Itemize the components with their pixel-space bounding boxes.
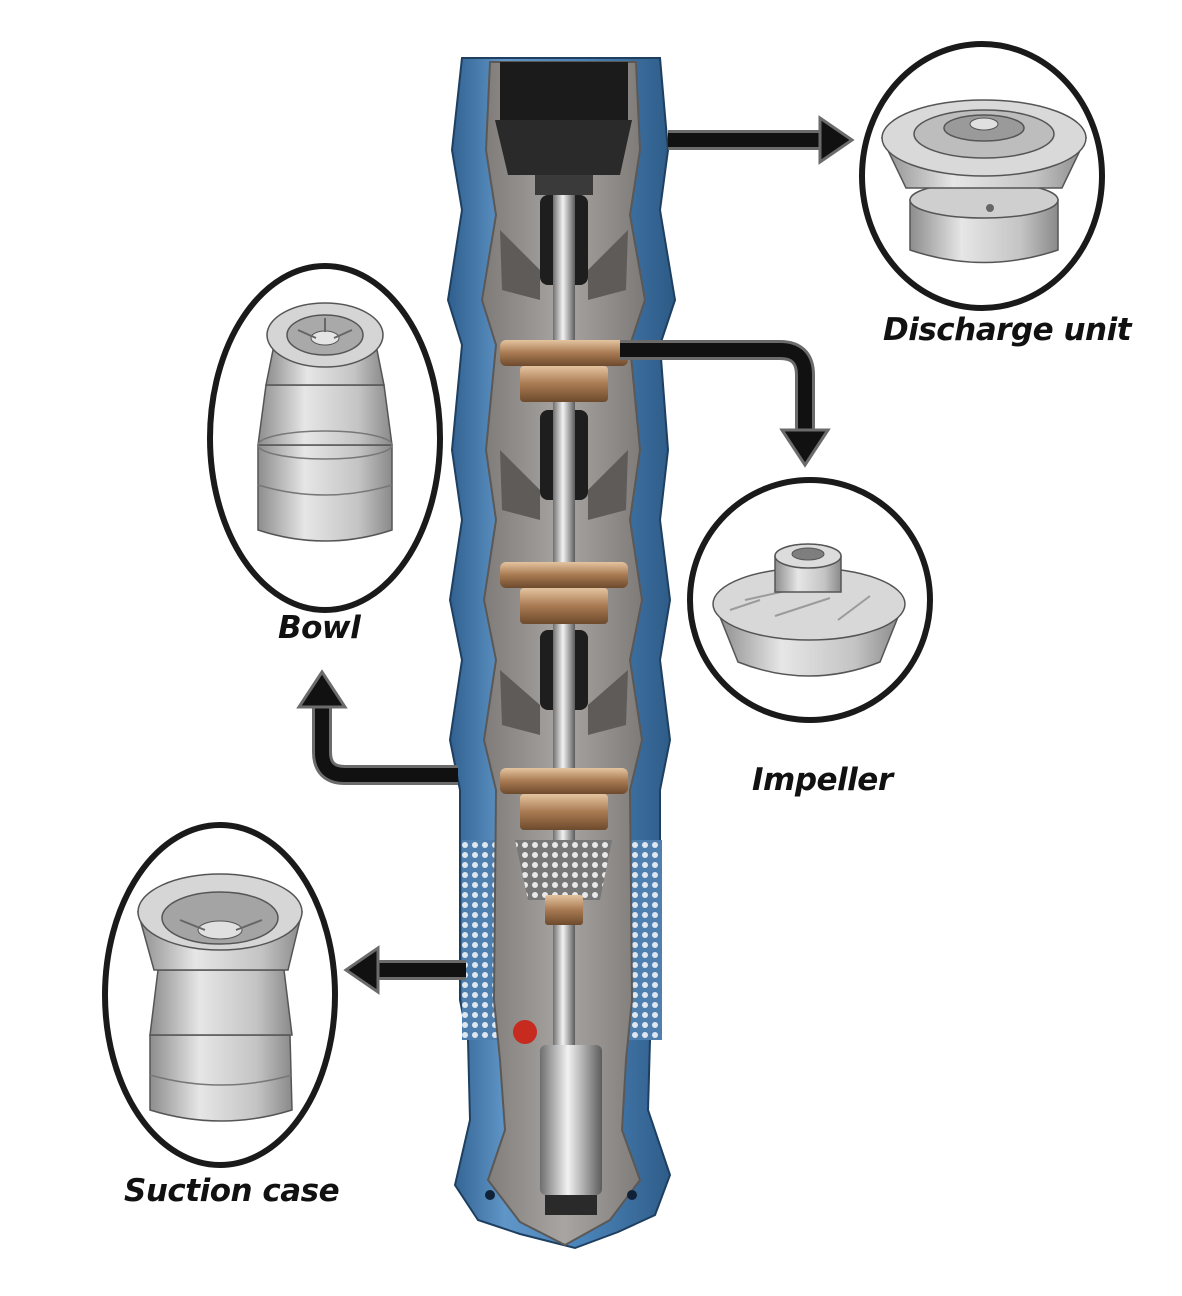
label-discharge-unit: Discharge unit [883,312,1132,348]
discharge-unit-callout [859,41,1105,311]
impeller-stage-1 [500,340,628,402]
impeller-render [712,543,906,677]
arrow-impeller [620,340,831,468]
bowl-callout [207,263,443,613]
arrow-suction [343,945,466,995]
shaft-coupling [545,895,583,925]
label-impeller: Impeller [752,762,893,798]
label-suction-case: Suction case [124,1173,340,1209]
label-bowl: Bowl [278,610,361,646]
suction-case-render [137,873,303,1122]
pump-shaft [553,195,575,1055]
submersible-pump-cutaway [446,57,677,1250]
bowl-render [257,302,393,542]
impeller-callout [687,477,933,723]
discharge-coupling [500,62,628,122]
arrow-bowl [296,669,458,785]
suction-case-callout [102,822,338,1168]
impeller-stage-3 [500,768,628,830]
impeller-stage-2 [500,562,628,624]
motor-cylinder [540,1045,602,1195]
check-valve-red [513,1020,537,1044]
discharge-unit-render [880,99,1088,264]
arrow-discharge [668,115,855,165]
